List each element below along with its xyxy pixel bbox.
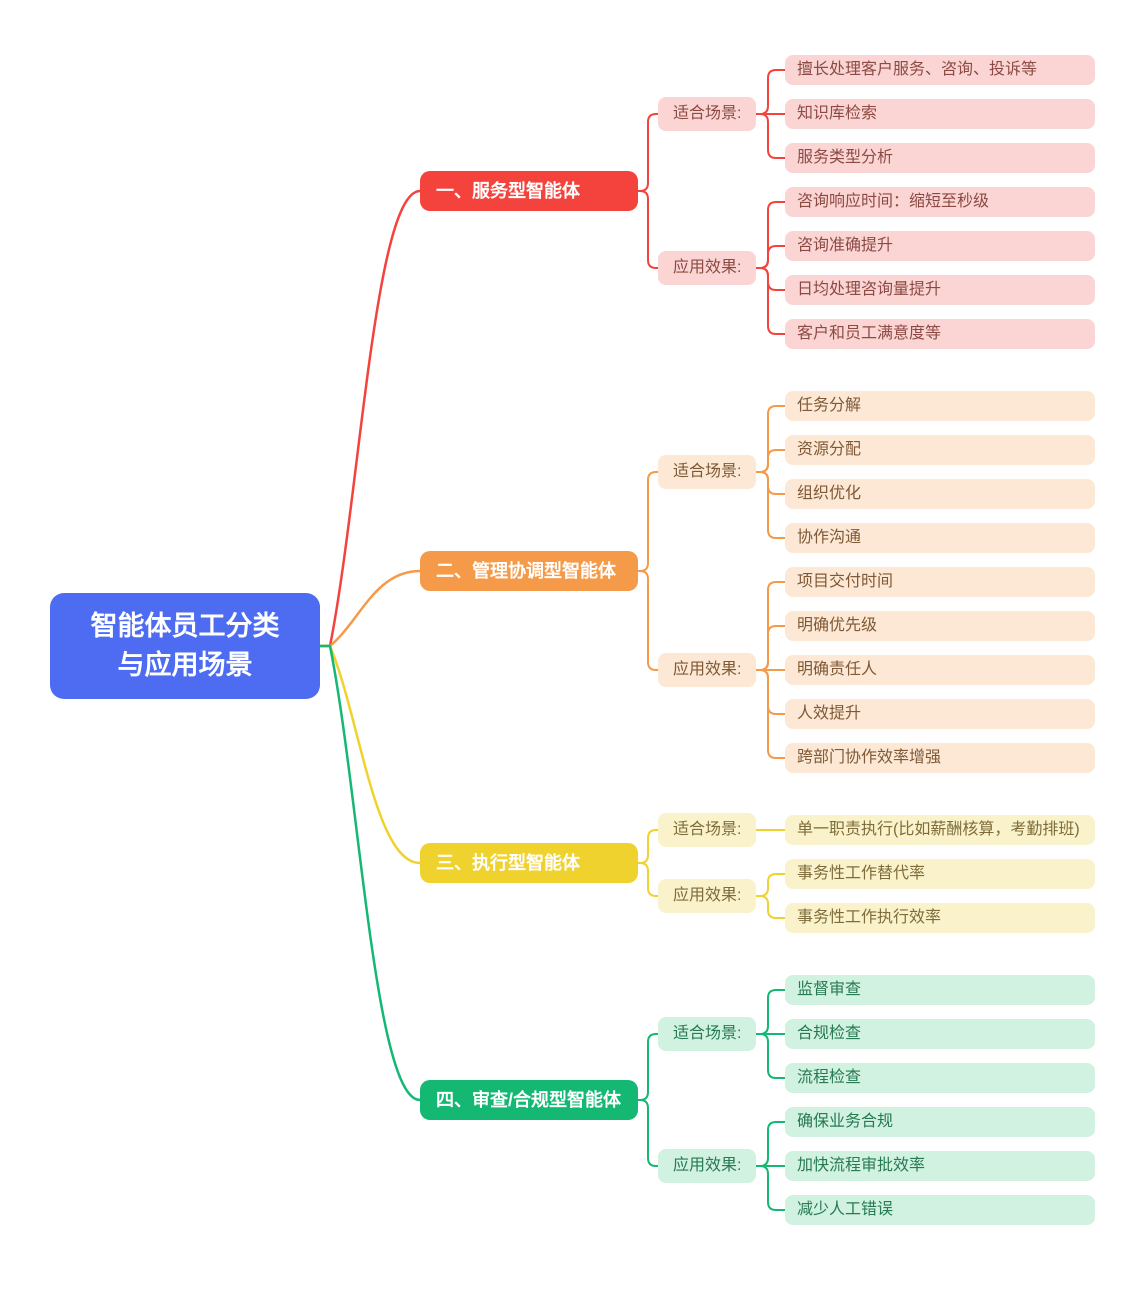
leaf-node-2-2-3[interactable]: 明确责任人	[785, 655, 1095, 685]
connector	[753, 405, 788, 473]
connector	[753, 471, 788, 495]
connector	[753, 1121, 788, 1167]
connector	[316, 189, 422, 648]
leaf-node-4-1-1[interactable]: 监督审查	[785, 975, 1095, 1005]
leaf-node-3-2-1[interactable]: 事务性工作替代率	[785, 859, 1095, 889]
leaf-node-3-1-1[interactable]: 单一职责执行(比如薪酬核算，考勤排班)	[785, 815, 1095, 845]
connector	[635, 570, 661, 671]
connector	[753, 989, 788, 1035]
leaf-node-4-2-3[interactable]: 减少人工错误	[785, 1195, 1095, 1225]
leaf-node-1-1-3[interactable]: 服务类型分析	[785, 143, 1095, 173]
group-node-4-1[interactable]: 适合场景:	[658, 1017, 757, 1051]
connector	[316, 644, 422, 1102]
group-node-1-1[interactable]: 适合场景:	[658, 97, 757, 131]
leaf-node-4-2-1[interactable]: 确保业务合规	[785, 1107, 1095, 1137]
leaf-node-2-2-1[interactable]: 项目交付时间	[785, 567, 1095, 597]
connector	[753, 895, 788, 919]
connector	[635, 113, 661, 192]
connector	[635, 1033, 661, 1101]
leaf-node-1-2-3[interactable]: 日均处理咨询量提升	[785, 275, 1095, 305]
leaf-node-1-1-1[interactable]: 擅长处理客户服务、咨询、投诉等	[785, 55, 1095, 85]
connector	[635, 862, 661, 897]
branch-node-2[interactable]: 二、管理协调型智能体	[420, 551, 638, 591]
group-node-2-2[interactable]: 应用效果:	[658, 653, 757, 687]
connector	[753, 873, 788, 897]
connector	[753, 69, 788, 115]
leaf-node-2-1-1[interactable]: 任务分解	[785, 391, 1095, 421]
connector	[753, 471, 788, 539]
connector	[753, 1165, 788, 1211]
leaf-node-4-2-2[interactable]: 加快流程审批效率	[785, 1151, 1095, 1181]
connector	[753, 267, 788, 335]
connector	[635, 471, 661, 572]
leaf-node-2-1-2[interactable]: 资源分配	[785, 435, 1095, 465]
connector	[316, 569, 422, 648]
leaf-node-4-1-2[interactable]: 合规检查	[785, 1019, 1095, 1049]
group-node-1-2[interactable]: 应用效果:	[658, 251, 757, 285]
leaf-node-1-2-1[interactable]: 咨询响应时间：缩短至秒级	[785, 187, 1095, 217]
connector	[753, 113, 788, 159]
leaf-node-2-1-4[interactable]: 协作沟通	[785, 523, 1095, 553]
connector	[753, 1033, 788, 1079]
leaf-node-2-2-5[interactable]: 跨部门协作效率增强	[785, 743, 1095, 773]
group-node-2-1[interactable]: 适合场景:	[658, 455, 757, 489]
leaf-node-2-1-3[interactable]: 组织优化	[785, 479, 1095, 509]
branch-node-3[interactable]: 三、执行型智能体	[420, 843, 638, 883]
connector	[753, 449, 788, 473]
branch-node-4[interactable]: 四、审查/合规型智能体	[420, 1080, 638, 1120]
leaf-node-1-2-4[interactable]: 客户和员工满意度等	[785, 319, 1095, 349]
connector	[753, 669, 788, 715]
leaf-node-1-1-2[interactable]: 知识库检索	[785, 99, 1095, 129]
connector	[635, 1099, 661, 1167]
leaf-node-2-2-4[interactable]: 人效提升	[785, 699, 1095, 729]
leaf-node-3-2-2[interactable]: 事务性工作执行效率	[785, 903, 1095, 933]
leaf-node-1-2-2[interactable]: 咨询准确提升	[785, 231, 1095, 261]
group-node-4-2[interactable]: 应用效果:	[658, 1149, 757, 1183]
connector	[753, 201, 788, 269]
group-node-3-2[interactable]: 应用效果:	[658, 879, 757, 913]
branch-node-1[interactable]: 一、服务型智能体	[420, 171, 638, 211]
group-node-3-1[interactable]: 适合场景:	[658, 813, 757, 847]
root-node[interactable]: 智能体员工分类 与应用场景	[50, 593, 320, 699]
leaf-node-4-1-3[interactable]: 流程检查	[785, 1063, 1095, 1093]
connector	[635, 190, 661, 269]
connector	[635, 829, 661, 864]
connector	[753, 267, 788, 291]
connector	[753, 669, 788, 759]
connector	[316, 644, 422, 865]
connector	[753, 625, 788, 671]
leaf-node-2-2-2[interactable]: 明确优先级	[785, 611, 1095, 641]
connector	[753, 245, 788, 269]
